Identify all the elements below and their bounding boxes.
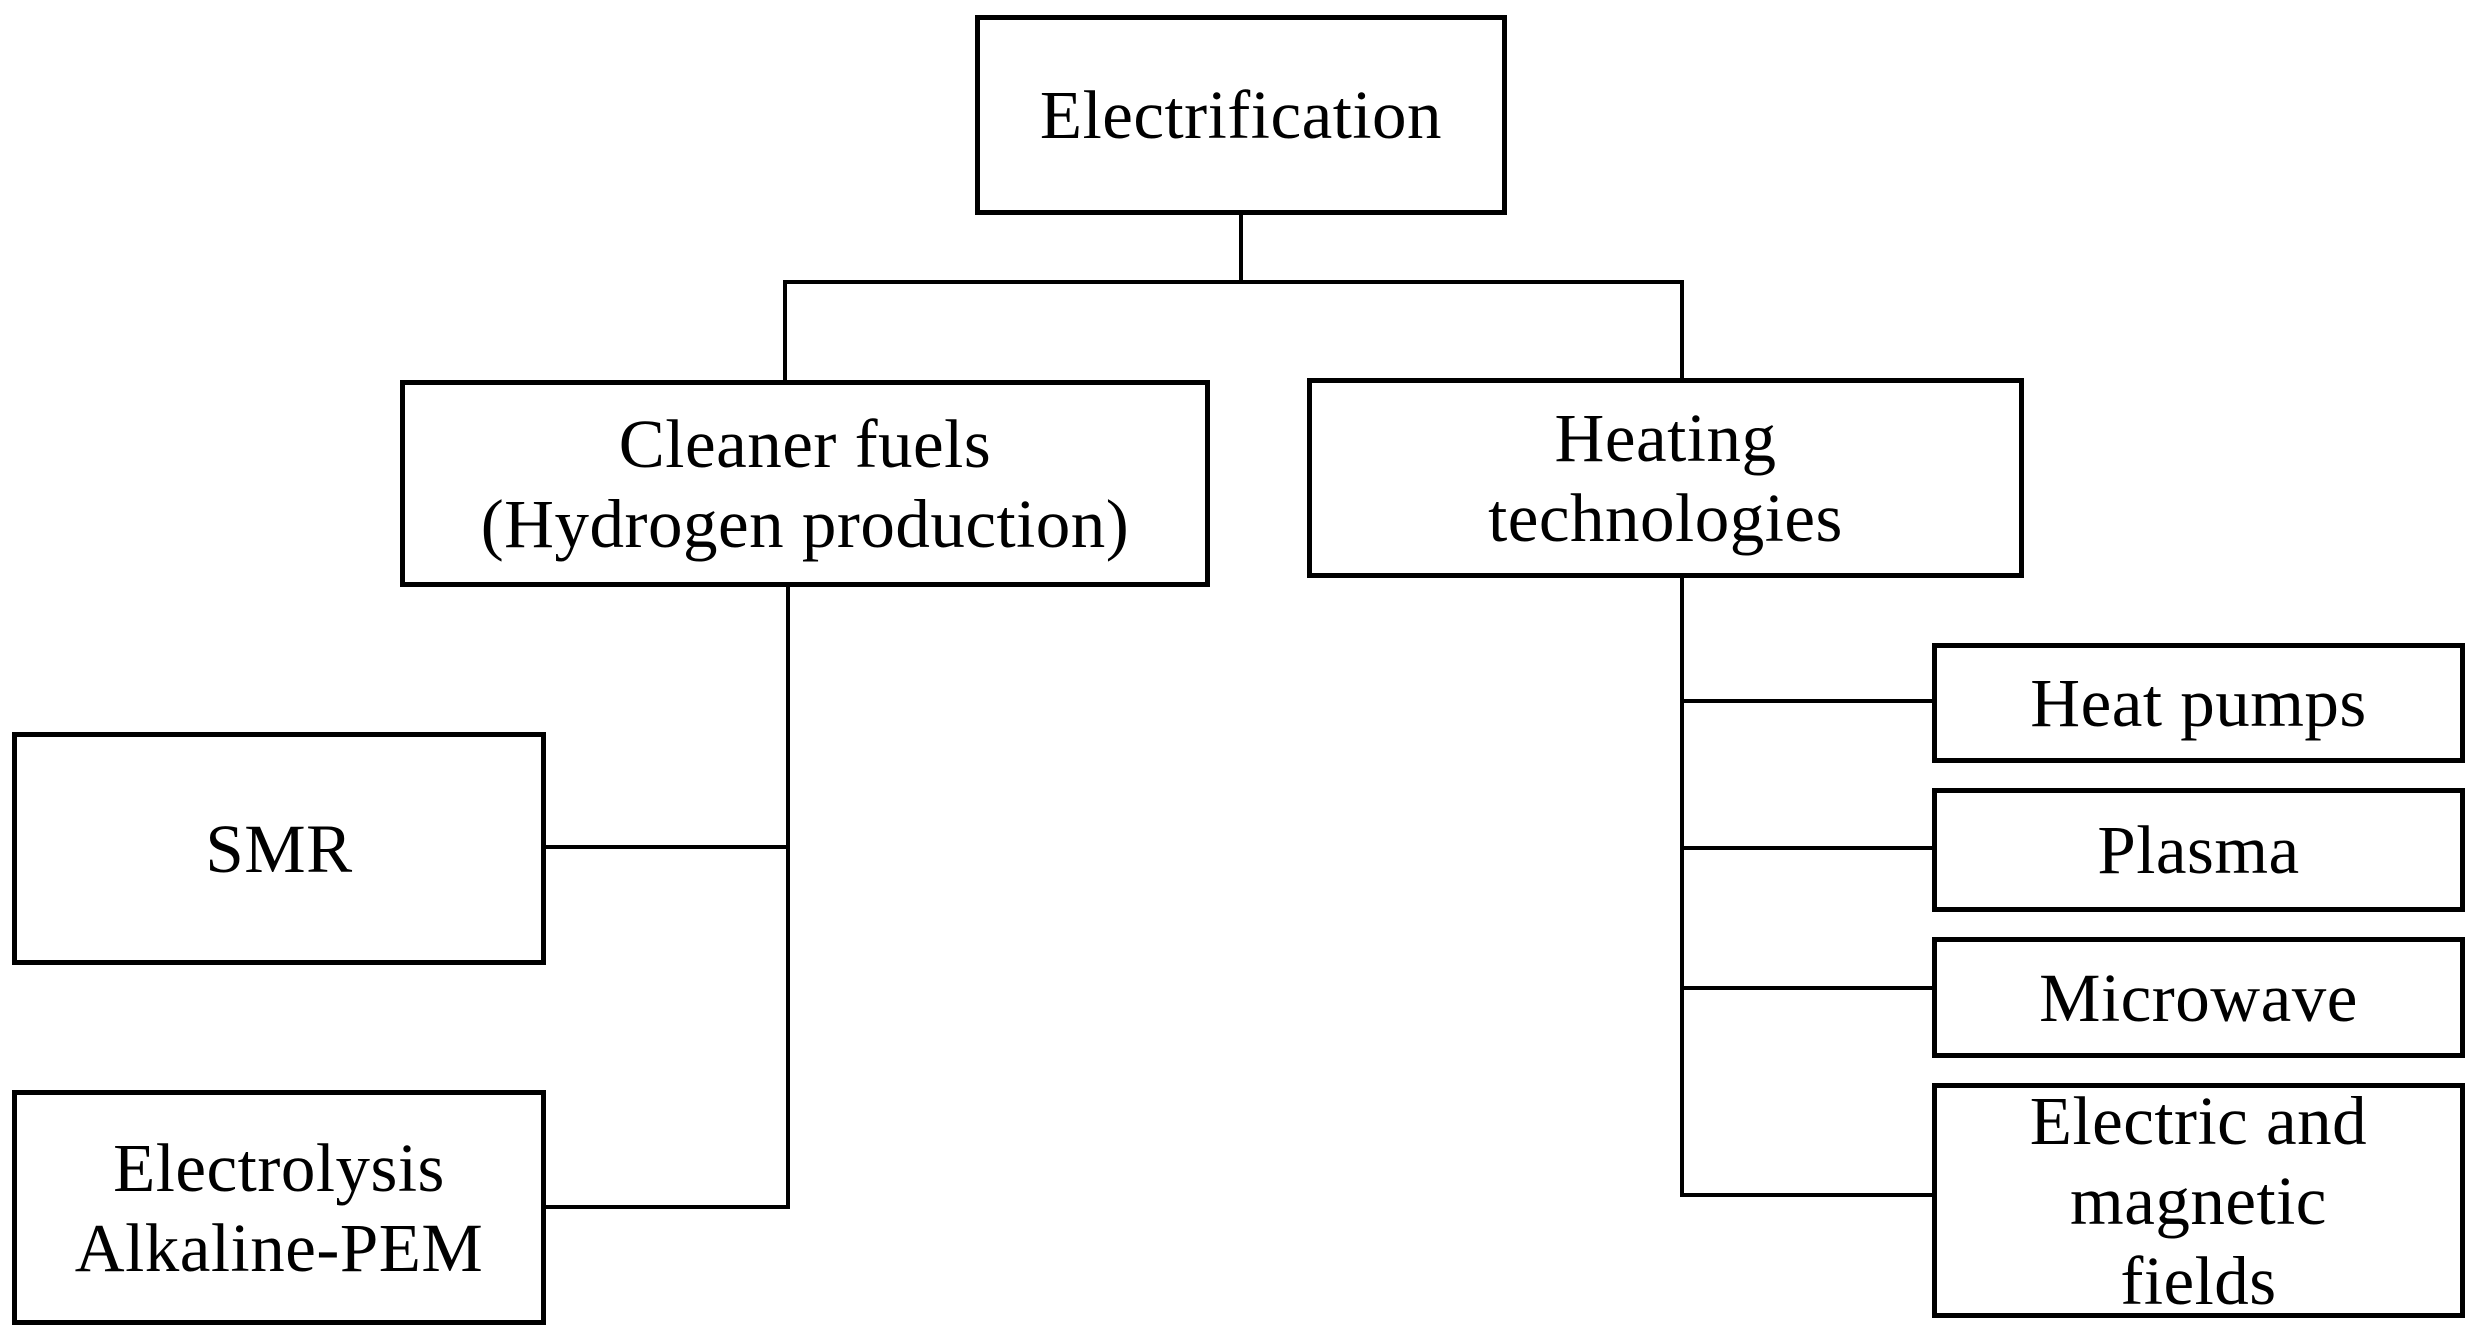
node-heat-pumps-label: Heat pumps: [2030, 665, 2367, 741]
connector-left-trunk: [786, 585, 790, 1209]
node-plasma-label: Plasma: [2097, 812, 2300, 888]
node-electrification: Electrification: [975, 15, 1507, 215]
node-electric-magnetic-fields: Electric and magnetic fields: [1932, 1082, 2465, 1319]
node-electrolysis-alkaline-pem: Electrolysis Alkaline-PEM: [12, 1090, 546, 1325]
node-microwave: Microwave: [1932, 937, 2465, 1058]
connector-right-trunk: [1680, 576, 1684, 1197]
connector-root-drop: [1239, 215, 1243, 284]
node-smr-label: SMR: [205, 810, 353, 887]
connector-microwave-branch: [1682, 986, 1934, 990]
node-heating-technologies-label: Heating technologies: [1488, 400, 1843, 556]
node-cleaner-fuels: Cleaner fuels (Hydrogen production): [400, 380, 1210, 587]
connector-heat-pumps-branch: [1682, 699, 1934, 703]
node-microwave-label: Microwave: [2039, 959, 2358, 1036]
node-heating-technologies: Heating technologies: [1307, 378, 2024, 578]
connector-electrolysis-branch: [544, 1205, 790, 1209]
node-smr: SMR: [12, 732, 546, 965]
connector-top-split: [783, 280, 1684, 284]
node-heat-pumps: Heat pumps: [1932, 643, 2465, 763]
connector-emf-branch: [1682, 1193, 1934, 1197]
connector-heating-drop: [1680, 280, 1684, 380]
connector-cleaner-fuels-drop: [783, 280, 787, 382]
node-electrolysis-alkaline-pem-label: Electrolysis Alkaline-PEM: [74, 1129, 484, 1286]
connector-plasma-branch: [1682, 846, 1934, 850]
connector-smr-branch: [544, 845, 790, 849]
node-plasma: Plasma: [1932, 788, 2465, 912]
node-electrification-label: Electrification: [1039, 77, 1443, 153]
node-cleaner-fuels-label: Cleaner fuels (Hydrogen production): [480, 405, 1130, 562]
node-electric-magnetic-fields-label: Electric and magnetic fields: [2029, 1082, 2368, 1319]
